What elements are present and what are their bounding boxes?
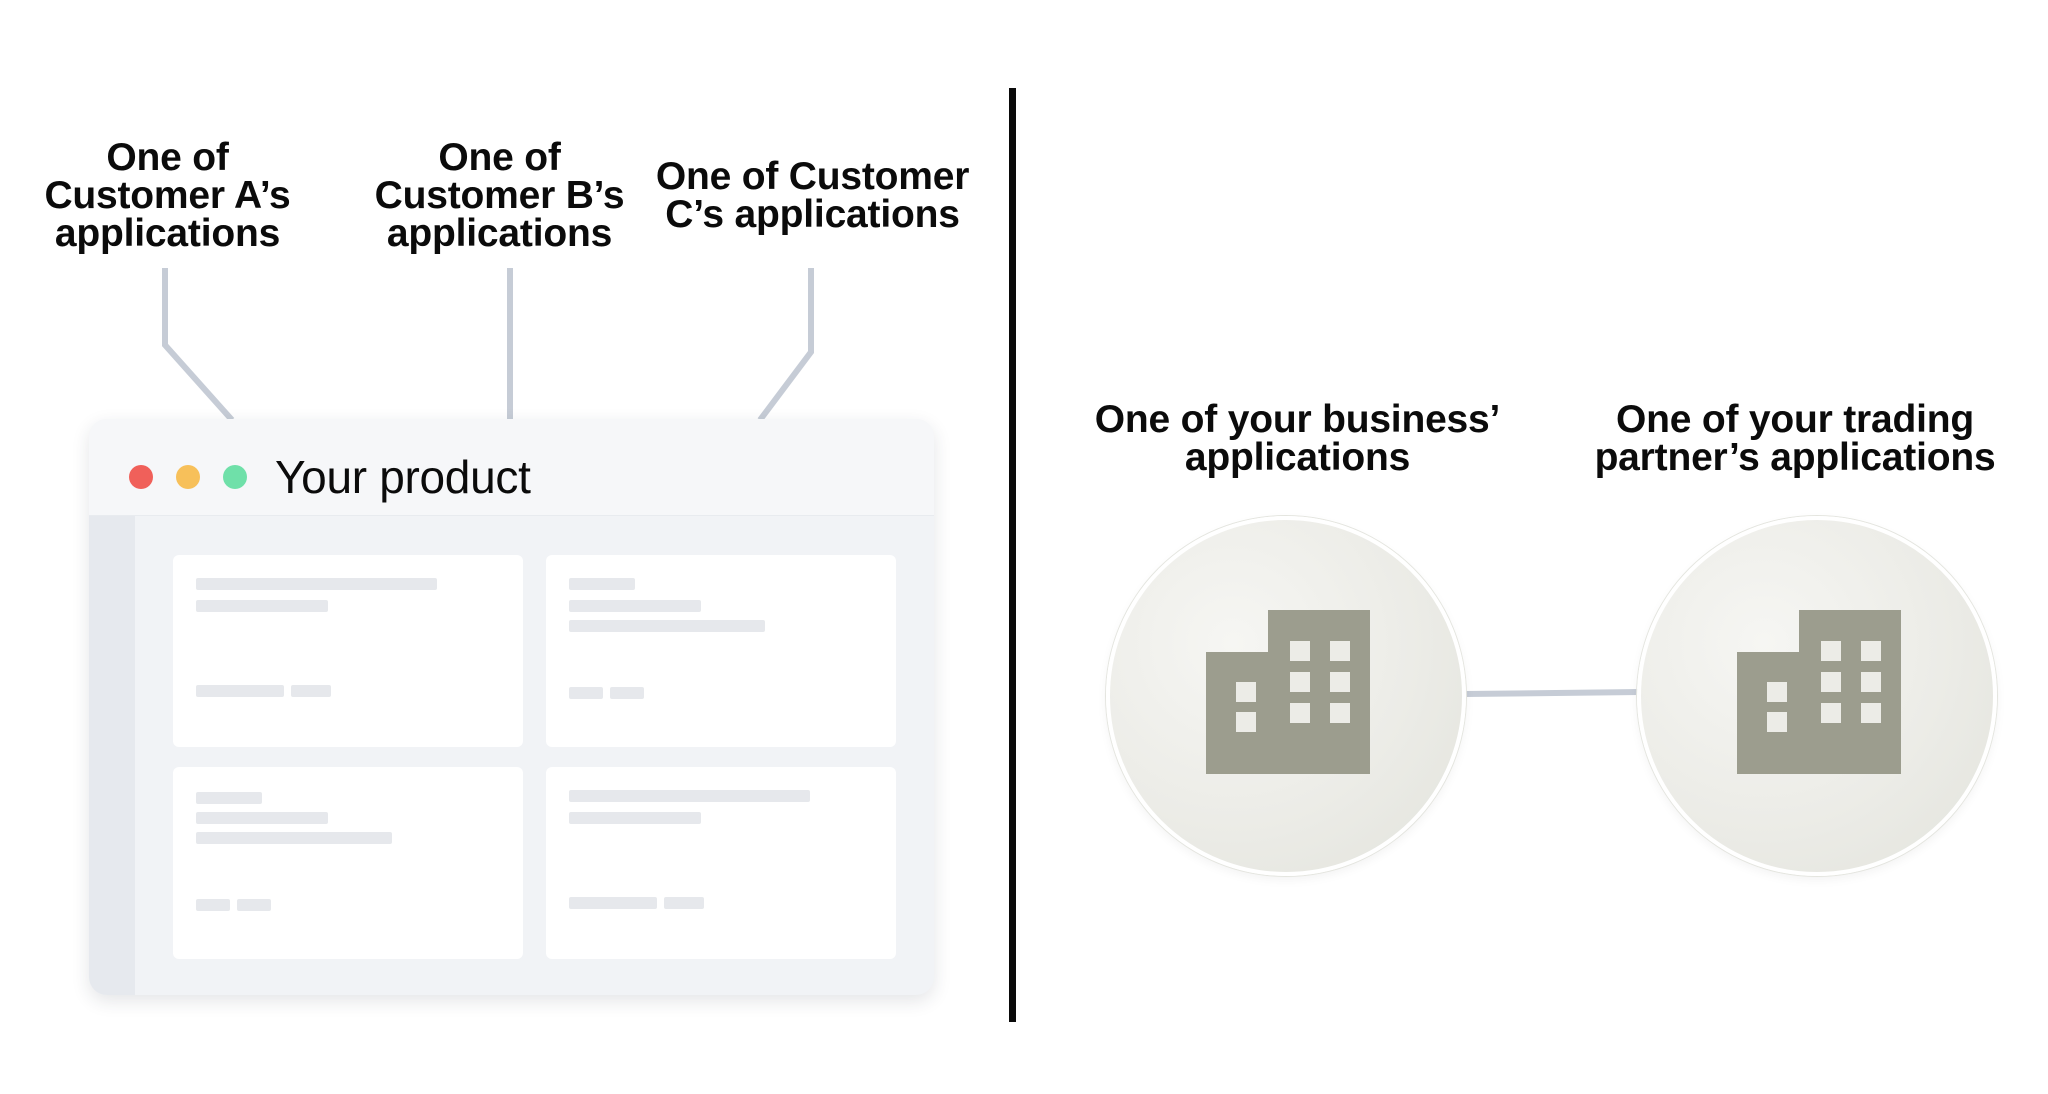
building-icon [1737, 610, 1901, 774]
placeholder-line [196, 812, 328, 824]
placeholder-card [546, 767, 896, 959]
placeholder-line [610, 687, 644, 699]
placeholder-line [291, 685, 331, 697]
partner-app-label: One of your trading partner’s applicatio… [1594, 398, 1996, 479]
minimize-dot-icon [176, 465, 200, 489]
placeholder-line [196, 578, 437, 590]
customer-a-label: One of Customer A’s applications [44, 136, 291, 255]
placeholder-card [173, 555, 523, 747]
placeholder-line [569, 790, 810, 802]
product-window: Your product [89, 419, 934, 995]
window-titlebar: Your product [89, 419, 934, 516]
placeholder-line [569, 600, 701, 612]
connector-business-partner [1465, 689, 1641, 697]
placeholder-line [569, 897, 657, 909]
placeholder-line [196, 899, 230, 911]
partner-app-node [1637, 516, 1997, 876]
placeholder-line [664, 897, 704, 909]
customer-b-label: One of Customer B’s applications [374, 136, 625, 255]
maximize-dot-icon [223, 465, 247, 489]
placeholder-line [569, 578, 635, 590]
window-sidebar [89, 516, 135, 995]
connector-customer-a [162, 268, 235, 422]
placeholder-card [546, 555, 896, 747]
placeholder-line [569, 687, 603, 699]
business-app-node [1106, 516, 1466, 876]
connector-customer-c [757, 268, 814, 422]
building-icon [1206, 610, 1370, 774]
placeholder-line [569, 812, 701, 824]
window-title: Your product [275, 451, 531, 503]
placeholder-line [196, 685, 284, 697]
business-app-label: One of your business’ applications [1094, 398, 1501, 479]
placeholder-line [196, 600, 328, 612]
close-dot-icon [129, 465, 153, 489]
placeholder-card [173, 767, 523, 959]
placeholder-line [237, 899, 271, 911]
customer-c-label: One of Customer C’s applications [655, 155, 970, 236]
placeholder-line [569, 620, 765, 632]
section-divider [1009, 88, 1016, 1022]
placeholder-line [196, 832, 392, 844]
placeholder-line [196, 792, 262, 804]
